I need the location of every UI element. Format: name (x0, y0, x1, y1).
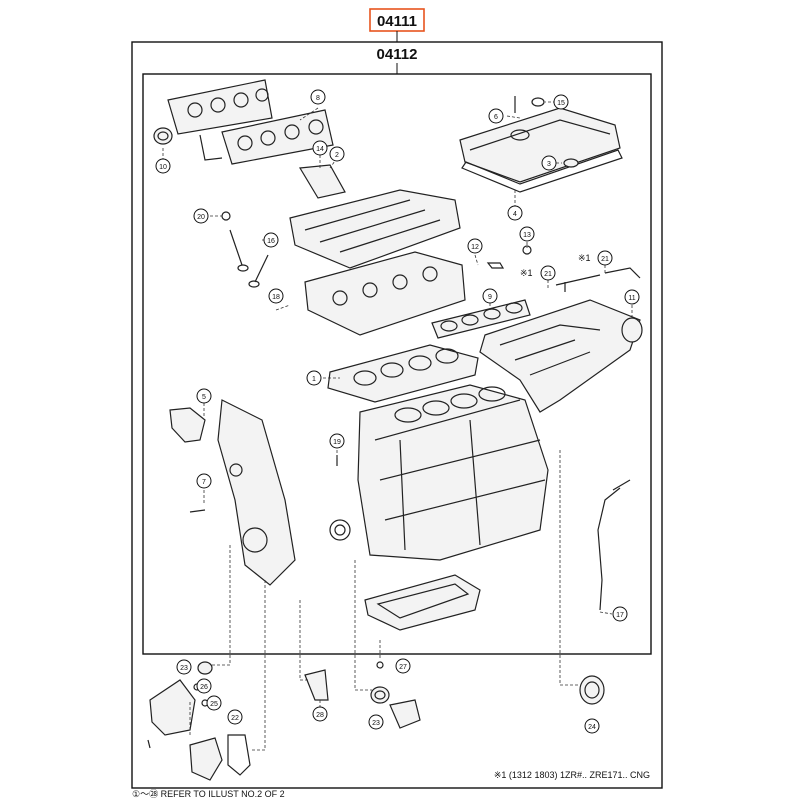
svg-text:22: 22 (231, 715, 239, 722)
svg-text:27: 27 (399, 664, 407, 671)
callout-26[interactable]: 26 (196, 678, 212, 694)
svg-text:2: 2 (335, 152, 339, 159)
svg-text:18: 18 (272, 294, 280, 301)
svg-text:7: 7 (202, 479, 206, 486)
svg-text:26: 26 (200, 684, 208, 691)
svg-text:13: 13 (523, 232, 531, 239)
callout-16[interactable]: 16 (263, 232, 279, 248)
svg-text:17: 17 (616, 612, 624, 619)
callout-12[interactable]: 12 (467, 238, 483, 254)
callout-21-right[interactable]: 21 (597, 250, 613, 266)
svg-text:21: 21 (601, 256, 609, 263)
svg-text:10: 10 (159, 164, 167, 171)
svg-text:6: 6 (494, 114, 498, 121)
applicability-footnote: ※1 (1312 1803) 1ZR#.. ZRE171.. CNG (494, 770, 650, 780)
callout-5[interactable]: 5 (196, 388, 212, 404)
cylinder-head-gasket (327, 344, 479, 403)
valve-and-bolts (189, 211, 532, 541)
cylinder-head (304, 251, 466, 336)
callout-24[interactable]: 24 (584, 718, 600, 734)
callout-7[interactable]: 7 (196, 473, 212, 489)
callout-8[interactable]: 8 (310, 89, 326, 105)
svg-text:28: 28 (316, 712, 324, 719)
svg-text:15: 15 (557, 100, 565, 107)
intake-manifold-gasket (431, 299, 531, 339)
callout-13[interactable]: 13 (519, 226, 535, 242)
callout-23-left[interactable]: 23 (176, 659, 192, 675)
svg-text:9: 9 (488, 294, 492, 301)
callout-2[interactable]: 2 (329, 146, 345, 162)
svg-text:23: 23 (180, 665, 188, 672)
note-mark-2: ※1 (578, 253, 591, 263)
svg-text:3: 3 (547, 161, 551, 168)
oil-seal-ring (153, 127, 173, 145)
svg-text:4: 4 (513, 211, 517, 218)
callout-23-right[interactable]: 23 (368, 714, 384, 730)
svg-text:12: 12 (471, 244, 479, 251)
callout-21-left[interactable]: 21 (540, 265, 556, 281)
leader-lines (162, 101, 633, 751)
callout-6[interactable]: 6 (488, 108, 504, 124)
callout-9[interactable]: 9 (482, 288, 498, 304)
callout-19[interactable]: 19 (329, 433, 345, 449)
callout-22[interactable]: 22 (227, 709, 243, 725)
inner-part-number[interactable]: 04112 (377, 46, 418, 63)
svg-text:24: 24 (588, 724, 596, 731)
note-mark-1: ※1 (520, 268, 533, 278)
svg-text:1: 1 (312, 376, 316, 383)
svg-text:23: 23 (372, 720, 380, 727)
svg-text:11: 11 (628, 295, 635, 302)
callout-11[interactable]: 11 (624, 289, 640, 305)
svg-text:16: 16 (267, 238, 275, 245)
callout-27[interactable]: 27 (395, 658, 411, 674)
oil-pan-gasket (364, 574, 481, 631)
cylinder-block (357, 384, 549, 561)
outer-frame (131, 41, 663, 789)
outer-part-number[interactable]: 04111 (377, 13, 417, 30)
callout-15[interactable]: 15 (553, 94, 569, 110)
inner-frame (142, 73, 652, 655)
callout-17[interactable]: 17 (612, 606, 628, 622)
callout-28[interactable]: 28 (312, 706, 328, 722)
svg-text:19: 19 (333, 439, 341, 446)
callout-10[interactable]: 10 (155, 158, 171, 174)
callout-20[interactable]: 20 (193, 208, 209, 224)
svg-text:14: 14 (316, 146, 324, 153)
intake-manifold (479, 267, 643, 413)
exhaust-manifold-gasket (167, 79, 334, 165)
refer-illustration-note: ①～㉘ REFER TO ILLUST NO.2 OF 2 (132, 789, 285, 799)
svg-text:25: 25 (210, 701, 218, 708)
svg-text:5: 5 (202, 394, 206, 401)
timing-chain-cover (169, 399, 296, 586)
svg-text:20: 20 (197, 214, 205, 221)
lower-parts (147, 661, 605, 781)
callout-1[interactable]: 1 (306, 370, 322, 386)
svg-text:8: 8 (316, 95, 320, 102)
callout-14[interactable]: 14 (312, 140, 328, 156)
callout-18[interactable]: 18 (268, 288, 284, 304)
callout-4[interactable]: 4 (507, 205, 523, 221)
cylinder-head-cover (459, 96, 623, 193)
camshaft-housing (289, 164, 461, 269)
callout-3[interactable]: 3 (541, 155, 557, 171)
oil-level-gauge (597, 479, 631, 611)
callout-25[interactable]: 25 (206, 695, 222, 711)
svg-text:21: 21 (544, 271, 552, 278)
